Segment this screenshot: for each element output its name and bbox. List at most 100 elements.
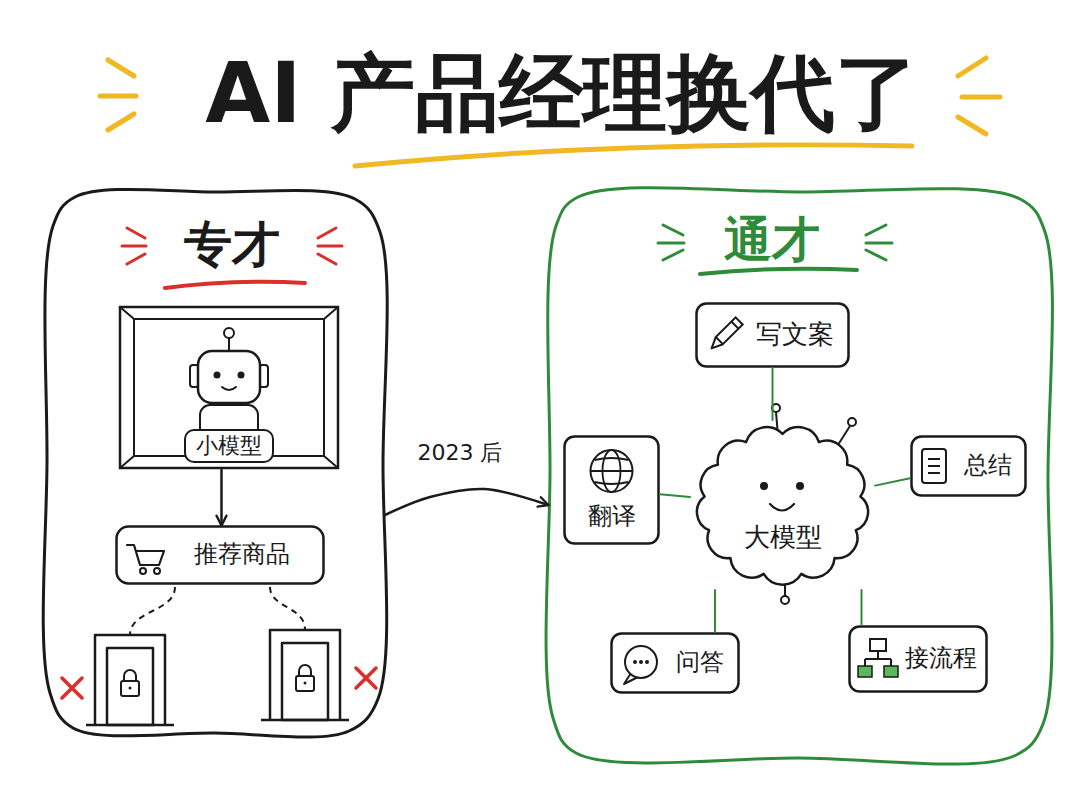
text-area: 通才 xyxy=(672,212,872,268)
specialist-heading-sparks xyxy=(318,245,342,248)
large-model-cloud-outline xyxy=(772,404,780,412)
skill-box-outline xyxy=(697,304,849,367)
specialist-heading-sparks xyxy=(127,228,145,238)
skill-link xyxy=(660,494,690,497)
skill-box-outline xyxy=(731,322,738,329)
text-area: 大模型 xyxy=(690,518,875,558)
text-area: 推荐商品 xyxy=(167,525,317,585)
generalist-heading-sparks xyxy=(663,250,683,260)
generalist-panel-outline xyxy=(546,188,1052,764)
small-model-frame: 小模型 xyxy=(118,305,340,470)
generalist-heading-sparks xyxy=(866,225,886,235)
title-sparks xyxy=(108,60,134,76)
locked-door xyxy=(282,643,328,720)
process-box-outline xyxy=(140,568,146,574)
small-model-frame-outline xyxy=(222,387,236,390)
skill-box-outline xyxy=(912,437,1026,496)
small-model-frame-outline xyxy=(120,307,338,468)
skill-box-outline xyxy=(633,660,637,664)
skill-link xyxy=(861,590,863,625)
skill-box-outline xyxy=(612,634,739,693)
large-model-cloud-outline xyxy=(690,420,875,590)
skill-box-outline xyxy=(595,458,629,484)
specialist-heading-sparks xyxy=(127,254,145,264)
skill-box-outline xyxy=(645,660,649,664)
blocked-mark xyxy=(62,668,376,698)
small-model-frame-outline xyxy=(198,351,260,403)
skill-link xyxy=(714,590,716,632)
dashed-leader xyxy=(130,587,305,635)
skill-box-outline xyxy=(565,437,659,544)
generalist-heading-sparks xyxy=(866,250,886,260)
skill-box-outline xyxy=(708,337,723,352)
skill-box-outline xyxy=(865,651,891,666)
cloud-label: 大模型 xyxy=(744,523,822,553)
box-label: 翻译 xyxy=(588,503,636,531)
skill-box: 接流程 xyxy=(848,625,988,693)
locked-door xyxy=(261,630,349,720)
box-label: 推荐商品 xyxy=(194,541,290,569)
locked-door xyxy=(107,648,153,725)
text-area: 总结 xyxy=(952,435,1024,497)
process-box: 推荐商品 xyxy=(115,525,325,585)
skill-box: 翻译 xyxy=(563,435,660,545)
title-sparks xyxy=(108,114,134,130)
skill-box-outline xyxy=(591,470,633,472)
skill-box-outline xyxy=(884,666,898,677)
large-model-cloud-outline xyxy=(697,427,868,585)
large-model-cloud-outline xyxy=(781,596,789,604)
generalist-heading-sparks xyxy=(663,225,683,235)
locked-door xyxy=(261,719,349,722)
panel-heading: 通才 xyxy=(724,212,820,267)
blocked-mark xyxy=(356,668,376,688)
skill-box-outline xyxy=(625,646,657,678)
skill-box: 写文案 xyxy=(695,302,850,368)
skill-link xyxy=(772,368,774,420)
generalist-panel: 通才写文案翻译大模型 总结问答 接流程 xyxy=(548,190,1050,760)
specialist-heading-sparks xyxy=(122,245,146,248)
dashed-leader xyxy=(130,587,175,635)
panel-heading: 专才 xyxy=(184,217,280,272)
skill-box: 总结 xyxy=(910,435,1027,497)
specialist-heading-sparks xyxy=(318,228,336,238)
locked-door xyxy=(121,681,139,696)
edge-label: 2023 后 xyxy=(390,438,530,468)
generalist-heading-sparks xyxy=(866,242,892,245)
text-area: 问答 xyxy=(664,632,736,694)
locked-door xyxy=(129,687,132,690)
generalist-heading-underline xyxy=(700,269,857,274)
specialist-panel-outline xyxy=(43,189,387,737)
small-model-frame-outline xyxy=(120,307,338,468)
dashed-leader xyxy=(270,587,305,630)
generalist-heading-sparks xyxy=(658,242,684,245)
large-model-cloud-outline xyxy=(760,482,768,490)
box-label: 总结 xyxy=(964,452,1012,480)
text-area: 写文案 xyxy=(745,302,845,368)
flow-arrow xyxy=(220,470,223,525)
locked-door xyxy=(95,635,165,725)
model-badge: 小模型 xyxy=(184,429,274,462)
title-underline xyxy=(355,145,912,166)
skill-box: 问答 xyxy=(610,632,740,694)
flow-arrow xyxy=(385,489,548,515)
large-model-cloud-outline xyxy=(796,482,804,490)
skill-box-outline xyxy=(708,317,743,352)
specialist-panel: 专才小模型推荐商品 xyxy=(45,190,385,735)
small-model-frame-outline xyxy=(214,372,221,379)
title-sparks xyxy=(100,94,136,99)
process-box-outline xyxy=(154,568,160,574)
large-model-cloud-outline xyxy=(770,504,794,511)
blocked-mark xyxy=(62,678,82,698)
diagram-title: AI 产品经理换代了 xyxy=(22,38,1080,148)
locked-door xyxy=(86,724,174,727)
skill-box-outline xyxy=(716,317,743,344)
specialist-heading-underline xyxy=(165,282,305,288)
process-box-outline xyxy=(117,527,324,584)
locked-door xyxy=(270,630,340,720)
locked-door xyxy=(299,665,311,676)
skill-box-outline xyxy=(922,449,946,483)
locked-door xyxy=(304,682,307,685)
box-label: 写文案 xyxy=(756,320,834,350)
large-model-cloud-outline xyxy=(848,418,856,426)
